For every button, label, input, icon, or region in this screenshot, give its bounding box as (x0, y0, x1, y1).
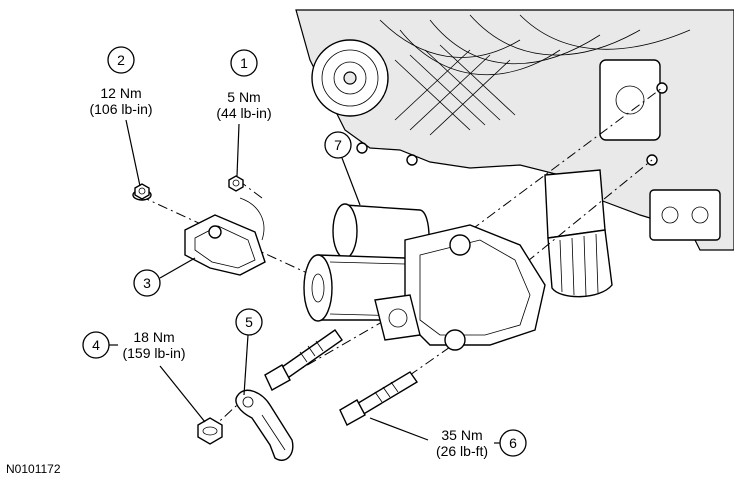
nut-part-2 (132, 183, 152, 201)
callout-7-number: 7 (334, 137, 342, 153)
callout-5: 5 (235, 308, 263, 396)
stud-bolt-upper (264, 329, 343, 391)
callout-2: 2 12 Nm (106 lb-in) (89, 46, 153, 187)
callout-6-torque-imperial: (26 lb-ft) (436, 443, 488, 459)
bracket-part-3 (184, 197, 266, 276)
callout-4-torque-imperial: (159 lb-in) (122, 345, 185, 361)
callout-1-torque-imperial: (44 lb-in) (216, 105, 271, 121)
stud-bolt-lower-part-6 (339, 371, 419, 426)
starter-motor (303, 203, 546, 351)
callout-1-number: 1 (240, 55, 248, 71)
nut-part-1 (228, 175, 244, 192)
callout-2-torque-nm: 12 Nm (100, 85, 141, 101)
callout-7: 7 (324, 131, 361, 206)
callout-3-number: 3 (143, 275, 151, 291)
callout-1: 1 5 Nm (44 lb-in) (216, 49, 272, 177)
callout-5-circle (235, 308, 263, 336)
callout-4-number: 4 (92, 337, 100, 353)
callout-1-circle (230, 49, 258, 77)
callout-3: 3 (133, 257, 196, 297)
callout-7-circle (324, 131, 352, 159)
callout-5-number: 5 (245, 314, 253, 330)
callout-6: 6 35 Nm (26 lb-ft) (369, 417, 527, 459)
bracket-part-5 (235, 389, 294, 461)
callout-2-torque-imperial: (106 lb-in) (89, 101, 152, 117)
callout-6-torque-nm: 35 Nm (441, 427, 482, 443)
bolt-part-4 (197, 417, 223, 445)
callout-3-circle (133, 269, 161, 297)
figure-reference-code: N0101172 (6, 462, 61, 476)
engine-block-illustration (295, 9, 734, 298)
callout-4-torque-nm: 18 Nm (133, 329, 174, 345)
callout-6-number: 6 (509, 435, 517, 451)
callout-4: 4 18 Nm (159 lb-in) (82, 329, 206, 423)
callout-2-circle (107, 46, 135, 74)
callout-1-torque-nm: 5 Nm (227, 89, 260, 105)
callout-2-number: 2 (117, 52, 125, 68)
